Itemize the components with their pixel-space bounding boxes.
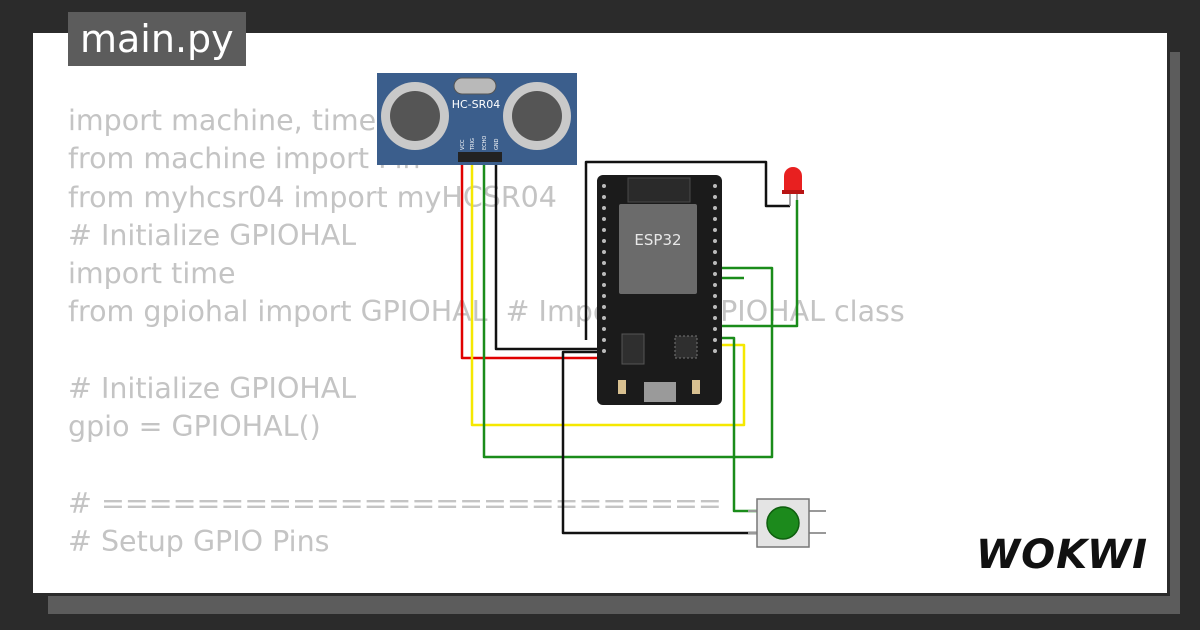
code-line: # Initialize GPIOHAL <box>68 218 357 252</box>
wire-green-echo <box>482 162 774 459</box>
wire-black-gnd <box>494 162 604 351</box>
transducer-right-mesh <box>512 91 562 141</box>
pin-label: VCC <box>460 139 466 150</box>
code-line: # Setup GPIO Pins <box>68 525 330 559</box>
wire-yellow-trig <box>470 162 746 427</box>
button-en <box>692 380 700 394</box>
code-line: # Initialize GPIOHAL <box>68 372 357 406</box>
code-line: # ========================== <box>68 486 722 520</box>
led-rim <box>782 190 804 194</box>
wire-black-button <box>561 350 758 535</box>
wire-green-led <box>722 200 799 328</box>
esp32-board[interactable]: ESP32 <box>597 175 722 405</box>
pin-label: ECHO <box>482 136 488 150</box>
esp32-module <box>619 204 697 294</box>
code-line: from machine import Pin <box>68 142 421 176</box>
pins-right <box>713 184 717 353</box>
chip-label: ESP32 <box>634 231 681 249</box>
crystal <box>453 77 497 95</box>
sensor-header <box>458 152 502 162</box>
transducer-left-mesh <box>390 91 440 141</box>
push-button[interactable] <box>748 498 826 548</box>
antenna <box>627 177 691 203</box>
wire-green-button <box>722 336 758 513</box>
button-boot <box>618 380 626 394</box>
wires <box>460 160 799 535</box>
code-line: from myhcsr04 import myHCSR04 <box>68 180 557 214</box>
code-line: gpio = GPIOHAL() <box>68 410 321 444</box>
led-body <box>784 167 802 194</box>
pins-left <box>602 184 606 353</box>
code-line: import machine, time <box>68 104 377 137</box>
regulator <box>621 333 645 365</box>
button-cap <box>766 506 800 540</box>
usb-port <box>644 382 676 402</box>
sensor-name: HC-SR04 <box>452 98 501 111</box>
pin-label: TRIG <box>470 138 476 151</box>
wire-black-led <box>584 160 790 340</box>
wokwi-logo: WOKWI <box>976 532 1149 578</box>
usb-chip <box>674 335 698 359</box>
ultrasonic-sensor[interactable]: HC-SR04 VCC TRIG ECHO GND <box>377 73 577 165</box>
pin-label: GND <box>494 138 500 150</box>
file-tab: main.py <box>68 12 246 66</box>
code-line: import time <box>68 257 236 291</box>
red-led[interactable] <box>782 167 804 206</box>
wire-red-vcc <box>460 162 604 360</box>
